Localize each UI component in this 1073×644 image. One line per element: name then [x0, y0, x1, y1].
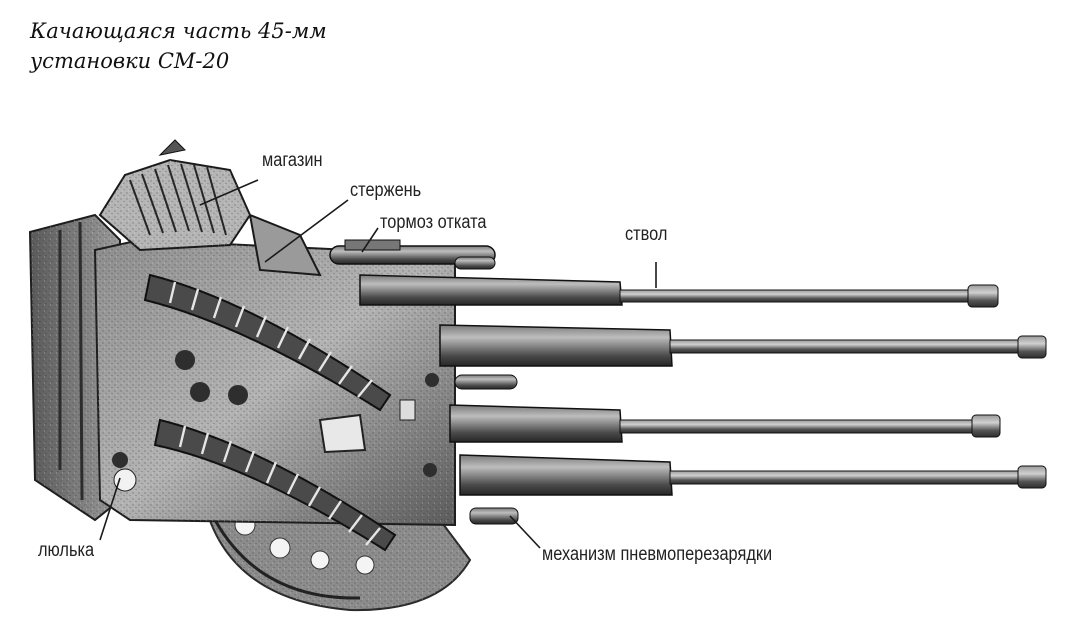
label-pneumatic-reload: механизм пневмоперезарядки	[542, 544, 773, 565]
leader-pneumatic-reload	[509, 515, 541, 549]
barrel-1	[359, 274, 999, 308]
barrel-4	[459, 454, 1047, 496]
front-fittings	[454, 256, 519, 525]
caption-line-1: Качающаяся часть 45-мм	[30, 19, 327, 43]
label-cradle: люлька	[38, 540, 95, 561]
feed-belt-lower	[153, 418, 397, 552]
label-barrel: ствол	[625, 224, 668, 245]
label-magazine: магазин	[262, 150, 323, 171]
figure-caption: Качающаяся часть 45-мм установки СМ-20	[30, 16, 327, 76]
magazine-assembly	[98, 139, 322, 277]
leader-cradle	[99, 477, 121, 541]
leader-recoil-brake	[361, 227, 379, 253]
label-recoil-brake: тормоз отката	[380, 212, 487, 233]
leader-rod	[264, 199, 349, 263]
barrel-2	[439, 324, 1047, 367]
caption-line-2: установки СМ-20	[30, 49, 230, 73]
leader-magazine	[199, 179, 259, 206]
leader-lines	[99, 179, 657, 549]
feed-belt-upper	[143, 273, 392, 412]
barrel-3	[449, 404, 1001, 443]
recoil-brake-cylinder	[329, 239, 496, 265]
label-rod: стержень	[350, 180, 422, 201]
